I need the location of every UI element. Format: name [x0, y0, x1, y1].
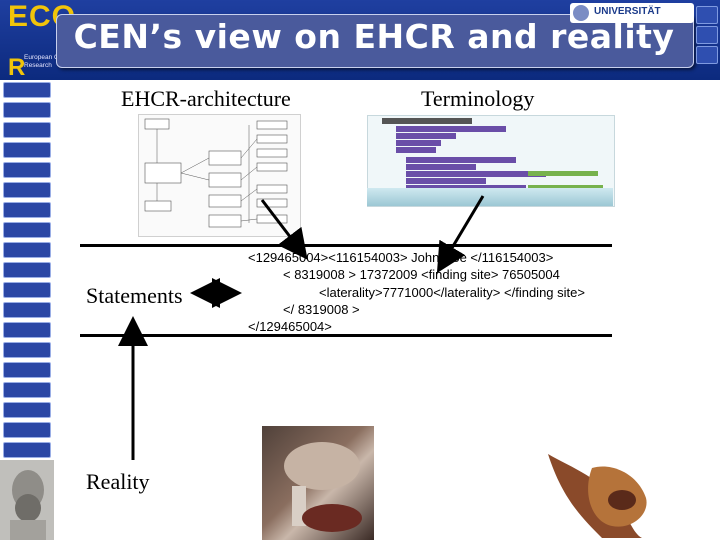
- sidebar-button[interactable]: [3, 442, 51, 458]
- term-row: [406, 178, 486, 184]
- university-logo[interactable]: [570, 3, 694, 23]
- logo-letter-r: R: [8, 54, 26, 81]
- sidebar-button[interactable]: [3, 402, 51, 418]
- header-icon-column: [696, 6, 718, 70]
- nav-icon[interactable]: [696, 6, 718, 24]
- sidebar-button[interactable]: [3, 362, 51, 378]
- university-emblem-icon: [573, 5, 589, 21]
- sidebar-button[interactable]: [3, 242, 51, 258]
- sidebar-button[interactable]: [3, 102, 51, 118]
- divider-line: [80, 244, 612, 247]
- nav-icon[interactable]: [696, 26, 718, 44]
- term-row: [406, 157, 516, 163]
- xml-line: </ 8319008 >: [283, 302, 360, 317]
- university-label: UNIVERSITÄT: [594, 6, 661, 17]
- sidebar-button[interactable]: [3, 342, 51, 358]
- organ-photo: [542, 438, 654, 540]
- term-row-green: [528, 171, 598, 176]
- divider-line: [80, 334, 612, 337]
- sidebar-button[interactable]: [3, 262, 51, 278]
- surgery-photo: [262, 426, 374, 540]
- architecture-label: EHCR-architecture: [121, 86, 291, 111]
- sidebar-button[interactable]: [3, 142, 51, 158]
- xml-line: < 8319008 > 17372009 <finding site> 7650…: [283, 267, 560, 282]
- term-row: [396, 140, 441, 146]
- sidebar-button[interactable]: [3, 422, 51, 438]
- sidebar-button[interactable]: [3, 222, 51, 238]
- sidebar-button[interactable]: [3, 162, 51, 178]
- sidebar-button[interactable]: [3, 122, 51, 138]
- sidebar-button[interactable]: [3, 82, 51, 98]
- sidebar-button[interactable]: [3, 382, 51, 398]
- term-row-green: [528, 185, 603, 190]
- arrow-architecture: [260, 199, 308, 260]
- term-row: [406, 171, 546, 177]
- term-row: [382, 118, 472, 124]
- nav-icon[interactable]: [696, 46, 718, 64]
- sidebar-button[interactable]: [3, 282, 51, 298]
- sidebar-button[interactable]: [3, 302, 51, 318]
- terminology-label: Terminology: [421, 86, 535, 111]
- reality-label: Reality: [86, 469, 150, 494]
- ehcr-architecture-diagram: [138, 114, 301, 237]
- terminology-footer-image: [367, 188, 613, 206]
- xml-line: <laterality>7771000</laterality> </findi…: [319, 285, 585, 300]
- sidebar-button[interactable]: [3, 322, 51, 338]
- term-row: [396, 126, 506, 132]
- aristotle-bust-image: [0, 460, 54, 540]
- term-row: [396, 147, 436, 153]
- xml-line: </129465004>: [248, 319, 332, 334]
- sidebar-button[interactable]: [3, 202, 51, 218]
- term-row: [406, 164, 476, 170]
- statements-label: Statements: [86, 283, 183, 308]
- title-box: [56, 14, 694, 68]
- term-row: [396, 133, 456, 139]
- page-title: CEN’s view on EHCR and reality: [73, 17, 675, 56]
- sidebar-button[interactable]: [3, 182, 51, 198]
- arrow-terminology: [436, 195, 485, 274]
- xml-line: <129465004><116154003> John Doe </116154…: [248, 250, 554, 265]
